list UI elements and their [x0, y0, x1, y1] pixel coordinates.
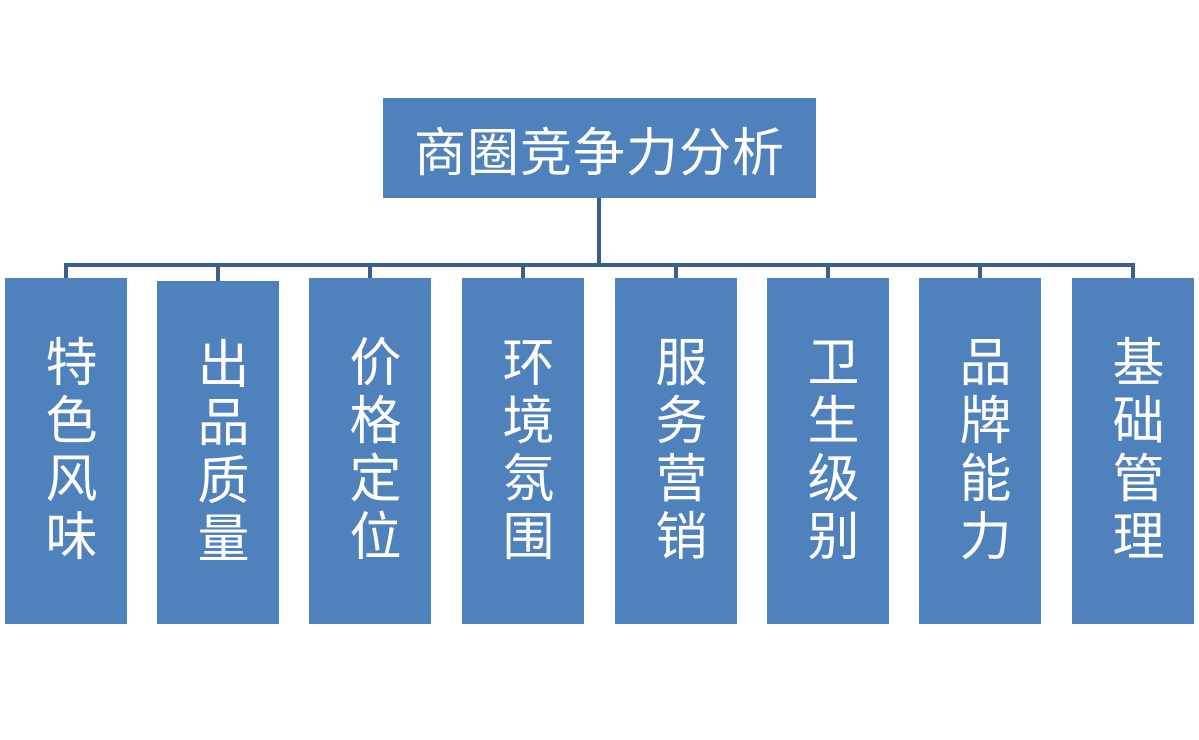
child-node-label: 基础管理 — [1103, 335, 1163, 567]
child-node-8: 基础管理 — [1072, 278, 1194, 624]
child-node-label: 卫生级别 — [798, 335, 858, 567]
child-node-label: 特色风味 — [36, 335, 96, 567]
child-node-5: 服务营销 — [615, 278, 737, 624]
child-node-7: 品牌能力 — [919, 278, 1041, 624]
child-node-label: 服务营销 — [646, 335, 706, 567]
child-node-label: 价格定位 — [340, 335, 400, 567]
child-node-6: 卫生级别 — [767, 278, 889, 624]
root-node-label: 商圈竞争力分析 — [413, 123, 785, 184]
root-node: 商圈竞争力分析 — [383, 98, 816, 198]
child-node-label: 品牌能力 — [950, 335, 1010, 567]
child-node-4: 环境氛围 — [462, 278, 584, 624]
child-node-label: 出品质量 — [188, 336, 248, 569]
child-node-3: 价格定位 — [309, 278, 431, 624]
child-node-2: 出品质量 — [157, 281, 279, 624]
child-node-label: 环境氛围 — [493, 335, 553, 567]
child-node-1: 特色风味 — [5, 278, 127, 624]
